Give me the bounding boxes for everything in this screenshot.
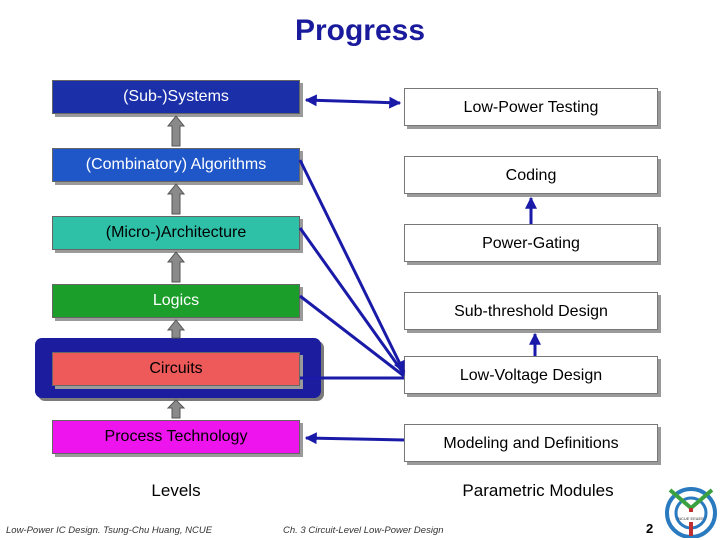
module-label: Low-Voltage Design [459, 367, 603, 384]
module-links [298, 94, 541, 445]
level-box-process: Process Technology [52, 420, 300, 454]
logo-text: NCUE EE&EE [678, 516, 704, 521]
up-arrow [166, 115, 186, 147]
level-label: (Combinatory) Algorithms [85, 156, 267, 173]
module-box-power-gating: Power-Gating [404, 224, 658, 262]
levels-column-label: Levels [151, 481, 201, 500]
level-stack-arrows [166, 115, 186, 419]
footer-chapter: Ch. 3 Circuit-Level Low-Power Design [283, 525, 444, 536]
up-arrow [166, 183, 186, 215]
module-box-testing: Low-Power Testing [404, 88, 658, 126]
level-label: (Micro-)Architecture [105, 224, 247, 241]
level-box-algorithms: (Combinatory) Algorithms [52, 148, 300, 182]
link-circuits-architecture [298, 227, 406, 375]
module-box-coding: Coding [404, 156, 658, 194]
link-circuits-logics [299, 294, 405, 378]
module-box-subthreshold: Sub-threshold Design [404, 292, 658, 330]
level-box-systems: (Sub-)Systems [52, 80, 300, 114]
level-label: Circuits [149, 360, 203, 377]
university-logo: NCUE EE&EE [665, 487, 717, 538]
module-label: Coding [505, 167, 557, 184]
module-label: Modeling and Definitions [443, 435, 619, 452]
link-modeling-process [304, 432, 405, 445]
module-label: Sub-threshold Design [454, 303, 608, 320]
footer-course: Low-Power IC Design. Tsung-Chu Huang, NC… [6, 525, 213, 536]
up-arrow [166, 399, 186, 419]
level-box-logics: Logics [52, 284, 300, 318]
module-label: Power-Gating [482, 235, 580, 252]
up-arrow [166, 319, 186, 339]
up-arrow [166, 251, 186, 283]
level-label: (Sub-)Systems [123, 88, 229, 105]
slide-title: Progress [294, 14, 426, 47]
level-box-architecture: (Micro-)Architecture [52, 216, 300, 250]
level-label: Logics [152, 292, 200, 309]
link-testing-systems [304, 94, 402, 109]
module-box-modeling: Modeling and Definitions [404, 424, 658, 462]
modules-column-label: Parametric Modules [462, 481, 614, 500]
page-number: 2 [646, 521, 654, 536]
level-label: Process Technology [104, 428, 248, 445]
level-box-circuits: Circuits [52, 352, 300, 386]
module-label: Low-Power Testing [463, 99, 599, 116]
link-circuits-algorithms [298, 159, 406, 374]
